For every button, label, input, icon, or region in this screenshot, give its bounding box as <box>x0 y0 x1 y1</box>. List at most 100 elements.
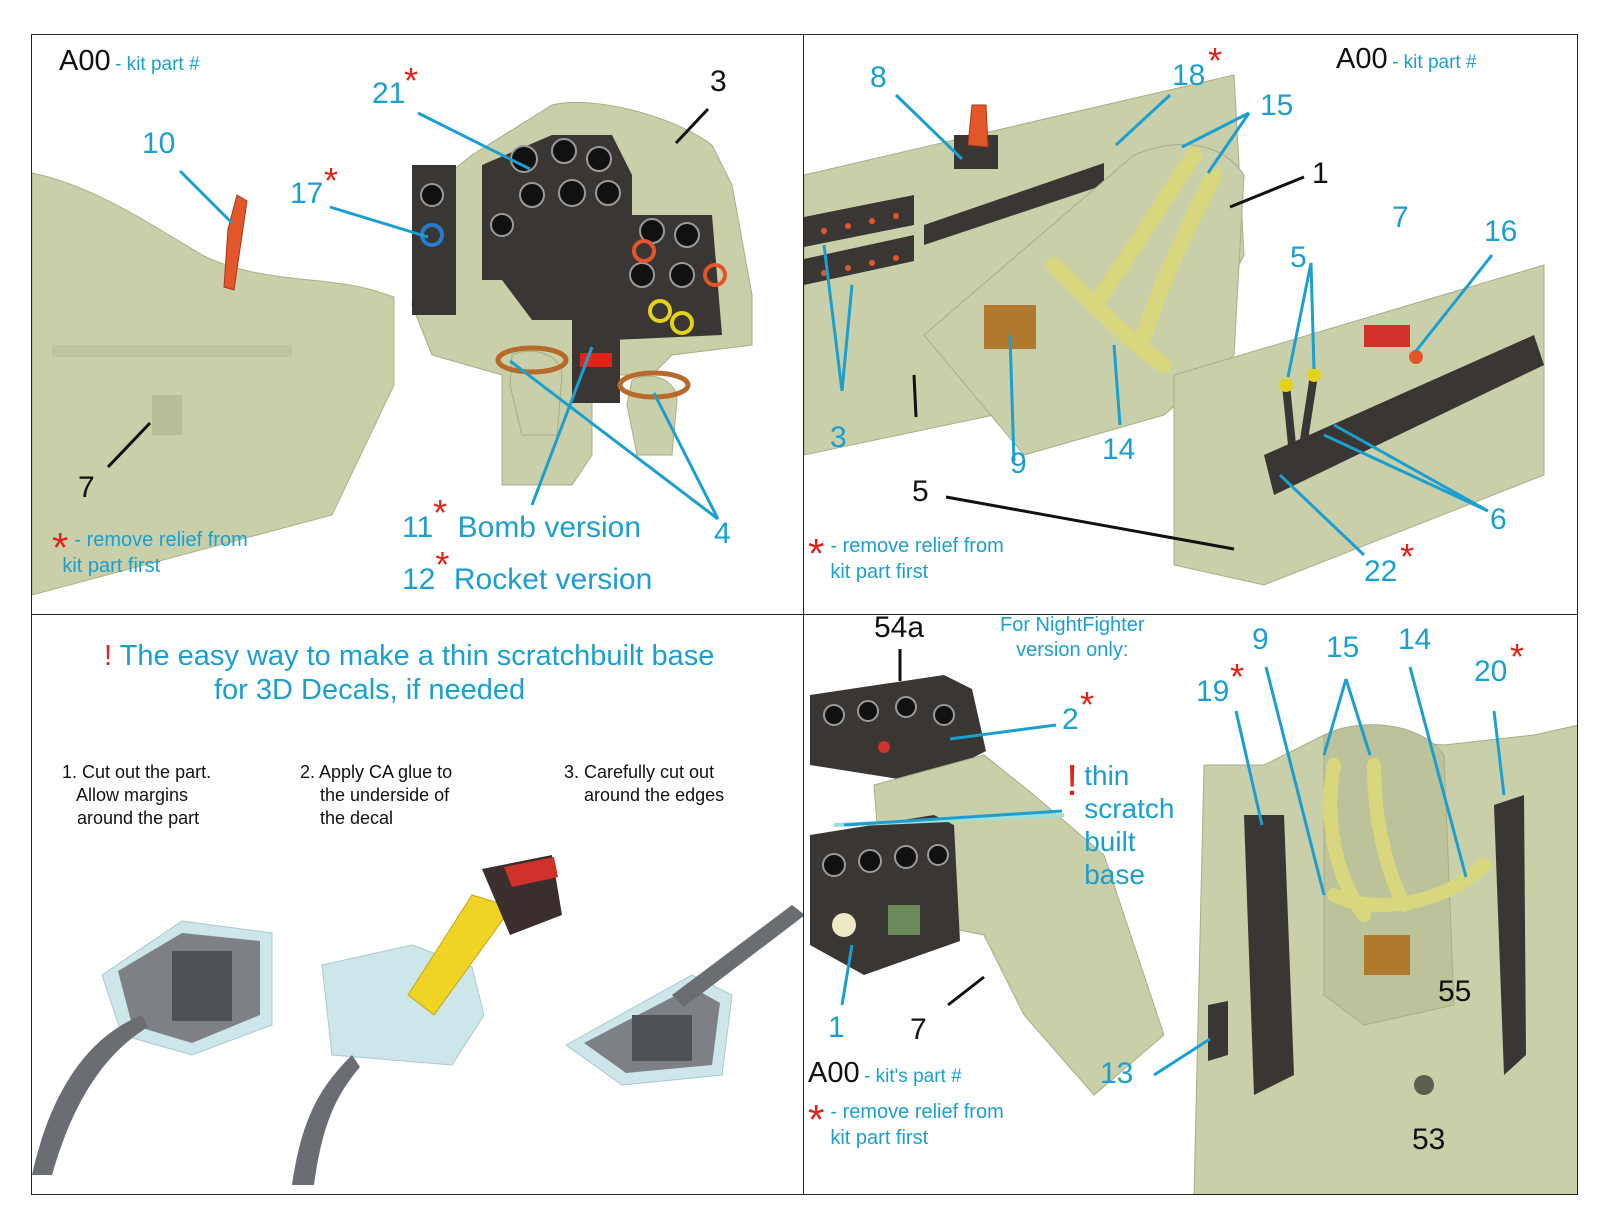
red-asterisk-icon: * <box>1400 536 1415 577</box>
kit-code: A00 <box>808 1057 860 1089</box>
red-asterisk-icon: * <box>808 530 825 577</box>
red-knob <box>878 741 890 753</box>
nightfighter-panel-lower <box>810 815 960 975</box>
yellow-gauge-2 <box>670 311 694 335</box>
panel-scratchbuilt-base: ! The easy way to make a thin scratchbui… <box>31 614 804 1195</box>
callout-6: 6 <box>1490 503 1507 536</box>
callout-15: 15 <box>1326 631 1360 664</box>
callout-5-levers: 5 <box>1290 241 1307 274</box>
red-asterisk-icon: * <box>808 1096 825 1143</box>
relief-note-line1: - remove relief from <box>830 1101 1004 1123</box>
callout-8: 8 <box>870 61 887 94</box>
thin-line-3: built <box>1084 826 1136 857</box>
red-placard <box>1364 325 1410 347</box>
switch-row-2 <box>804 235 914 285</box>
thin-line-4: base <box>1084 859 1145 890</box>
panel1-leaders <box>178 111 720 521</box>
scratchbuilt-heading: ! The easy way to make a thin scratchbui… <box>104 639 714 707</box>
callout-7: 7 <box>910 1013 927 1046</box>
panel4-leaders <box>840 666 1506 1077</box>
nightfighter-note: For NightFighter version only: <box>1000 614 1145 663</box>
kit-code: A00 <box>1336 43 1388 75</box>
nightfighter-panel-upper <box>810 675 986 783</box>
callout-9: 9 <box>1252 623 1269 656</box>
callout-18: 18 <box>1172 59 1206 92</box>
relief-note-line2: kit part first <box>62 555 161 577</box>
instrument-face <box>482 135 722 340</box>
callout-15: 15 <box>1260 89 1294 122</box>
pedal-right-strap <box>617 370 691 400</box>
relief-note-line1: - remove relief from <box>830 535 1004 557</box>
relief-note-line1: - remove relief from <box>74 529 248 551</box>
relief-note-line2: kit part first <box>830 1127 929 1149</box>
red-asterisk-icon: * <box>1230 656 1245 697</box>
red-exclamation-icon: ! <box>1066 756 1079 805</box>
panel4-artwork <box>810 649 1577 1194</box>
orange-knob <box>1409 350 1423 364</box>
red-asterisk-icon: * <box>1208 40 1223 81</box>
thin-line-1: thin <box>1084 760 1130 791</box>
orange-gauge-1 <box>632 239 656 263</box>
kit-code-header: A00 - kit part # <box>1336 43 1477 76</box>
red-exclamation-icon: ! <box>104 640 113 672</box>
relief-note-line2: kit part first <box>830 561 929 583</box>
lever-5a <box>1282 384 1296 446</box>
tweezers-3 <box>672 905 803 1007</box>
panel1-artwork <box>32 101 753 596</box>
orange-lever <box>223 194 248 291</box>
callout-21: 21 <box>372 77 406 110</box>
orange-handle <box>967 104 989 148</box>
callout-1: 1 <box>828 1011 845 1044</box>
panel-instrument-panel: A00 - kit part # 10 17 * 21 * 3 7 4 11* … <box>31 34 804 615</box>
rocket-version-row: 12* Rocket version <box>402 547 653 597</box>
callout-20: 20 <box>1474 655 1508 688</box>
sidewall-detail <box>152 395 182 435</box>
kit-code-header: A00 - kit part # <box>59 45 200 78</box>
red-asterisk-icon: * <box>1080 684 1095 725</box>
side-panel-13 <box>1208 1001 1228 1061</box>
nightfighter-line1: For NightFighter <box>1000 614 1145 636</box>
callout-11: 11 <box>402 511 434 544</box>
switch-strip <box>924 163 1104 245</box>
callout-16: 16 <box>1484 215 1518 248</box>
callout-13: 13 <box>1100 1057 1134 1090</box>
bomb-version-label: Bomb version <box>457 511 642 544</box>
red-asterisk-icon: * <box>404 60 419 101</box>
panel2-leaders <box>822 93 1494 557</box>
relief-note: * - remove relief from kit part first <box>808 1099 1004 1151</box>
switch-row-1 <box>804 195 914 247</box>
kit-code: A00 <box>59 45 111 77</box>
rocket-version-label: Rocket version <box>453 563 653 596</box>
callout-10: 10 <box>142 127 176 160</box>
callout-53: 53 <box>1412 1123 1446 1156</box>
callout-19: 19 <box>1196 675 1230 708</box>
thin-base-note: ! thin scratch built base <box>1066 759 1174 891</box>
yellow-knob-1 <box>1279 378 1293 392</box>
callout-9: 9 <box>1010 447 1027 480</box>
heading-line2: for 3D Decals, if needed <box>214 674 526 706</box>
step-3-text: 3. Carefully cut out around the edges <box>564 762 725 805</box>
callout-22: 22 <box>1364 555 1398 588</box>
callout-54a: 54a <box>874 614 925 644</box>
side-panel-19 <box>1244 815 1294 1095</box>
step-1-text: 1. Cut out the part. Allow margins aroun… <box>62 762 212 828</box>
tweezers-2 <box>292 1055 360 1185</box>
kit-code-header: A00 - kit's part # <box>808 1057 962 1090</box>
red-asterisk-icon: * <box>433 492 448 533</box>
decal-grid-1 <box>172 951 232 1021</box>
relief-note: * - remove relief from kit part first <box>808 533 1004 585</box>
nightfighter-line2: version only: <box>1016 639 1129 661</box>
callout-14: 14 <box>1102 433 1136 466</box>
sidewall-rib <box>52 345 292 357</box>
harness <box>1323 758 1491 922</box>
gauges <box>420 138 700 288</box>
side-panel-20 <box>1494 795 1526 1075</box>
lever-5b <box>1300 374 1318 441</box>
callout-3: 3 <box>710 65 727 98</box>
panel1-leaders-dark <box>106 107 710 469</box>
decal-grid-3 <box>632 1015 692 1061</box>
red-asterisk-icon: * <box>1510 636 1525 677</box>
kits-part-label: - kit's part # <box>864 1066 962 1087</box>
harness-buckle-plate <box>1364 935 1410 975</box>
lower-gauges <box>822 844 949 877</box>
